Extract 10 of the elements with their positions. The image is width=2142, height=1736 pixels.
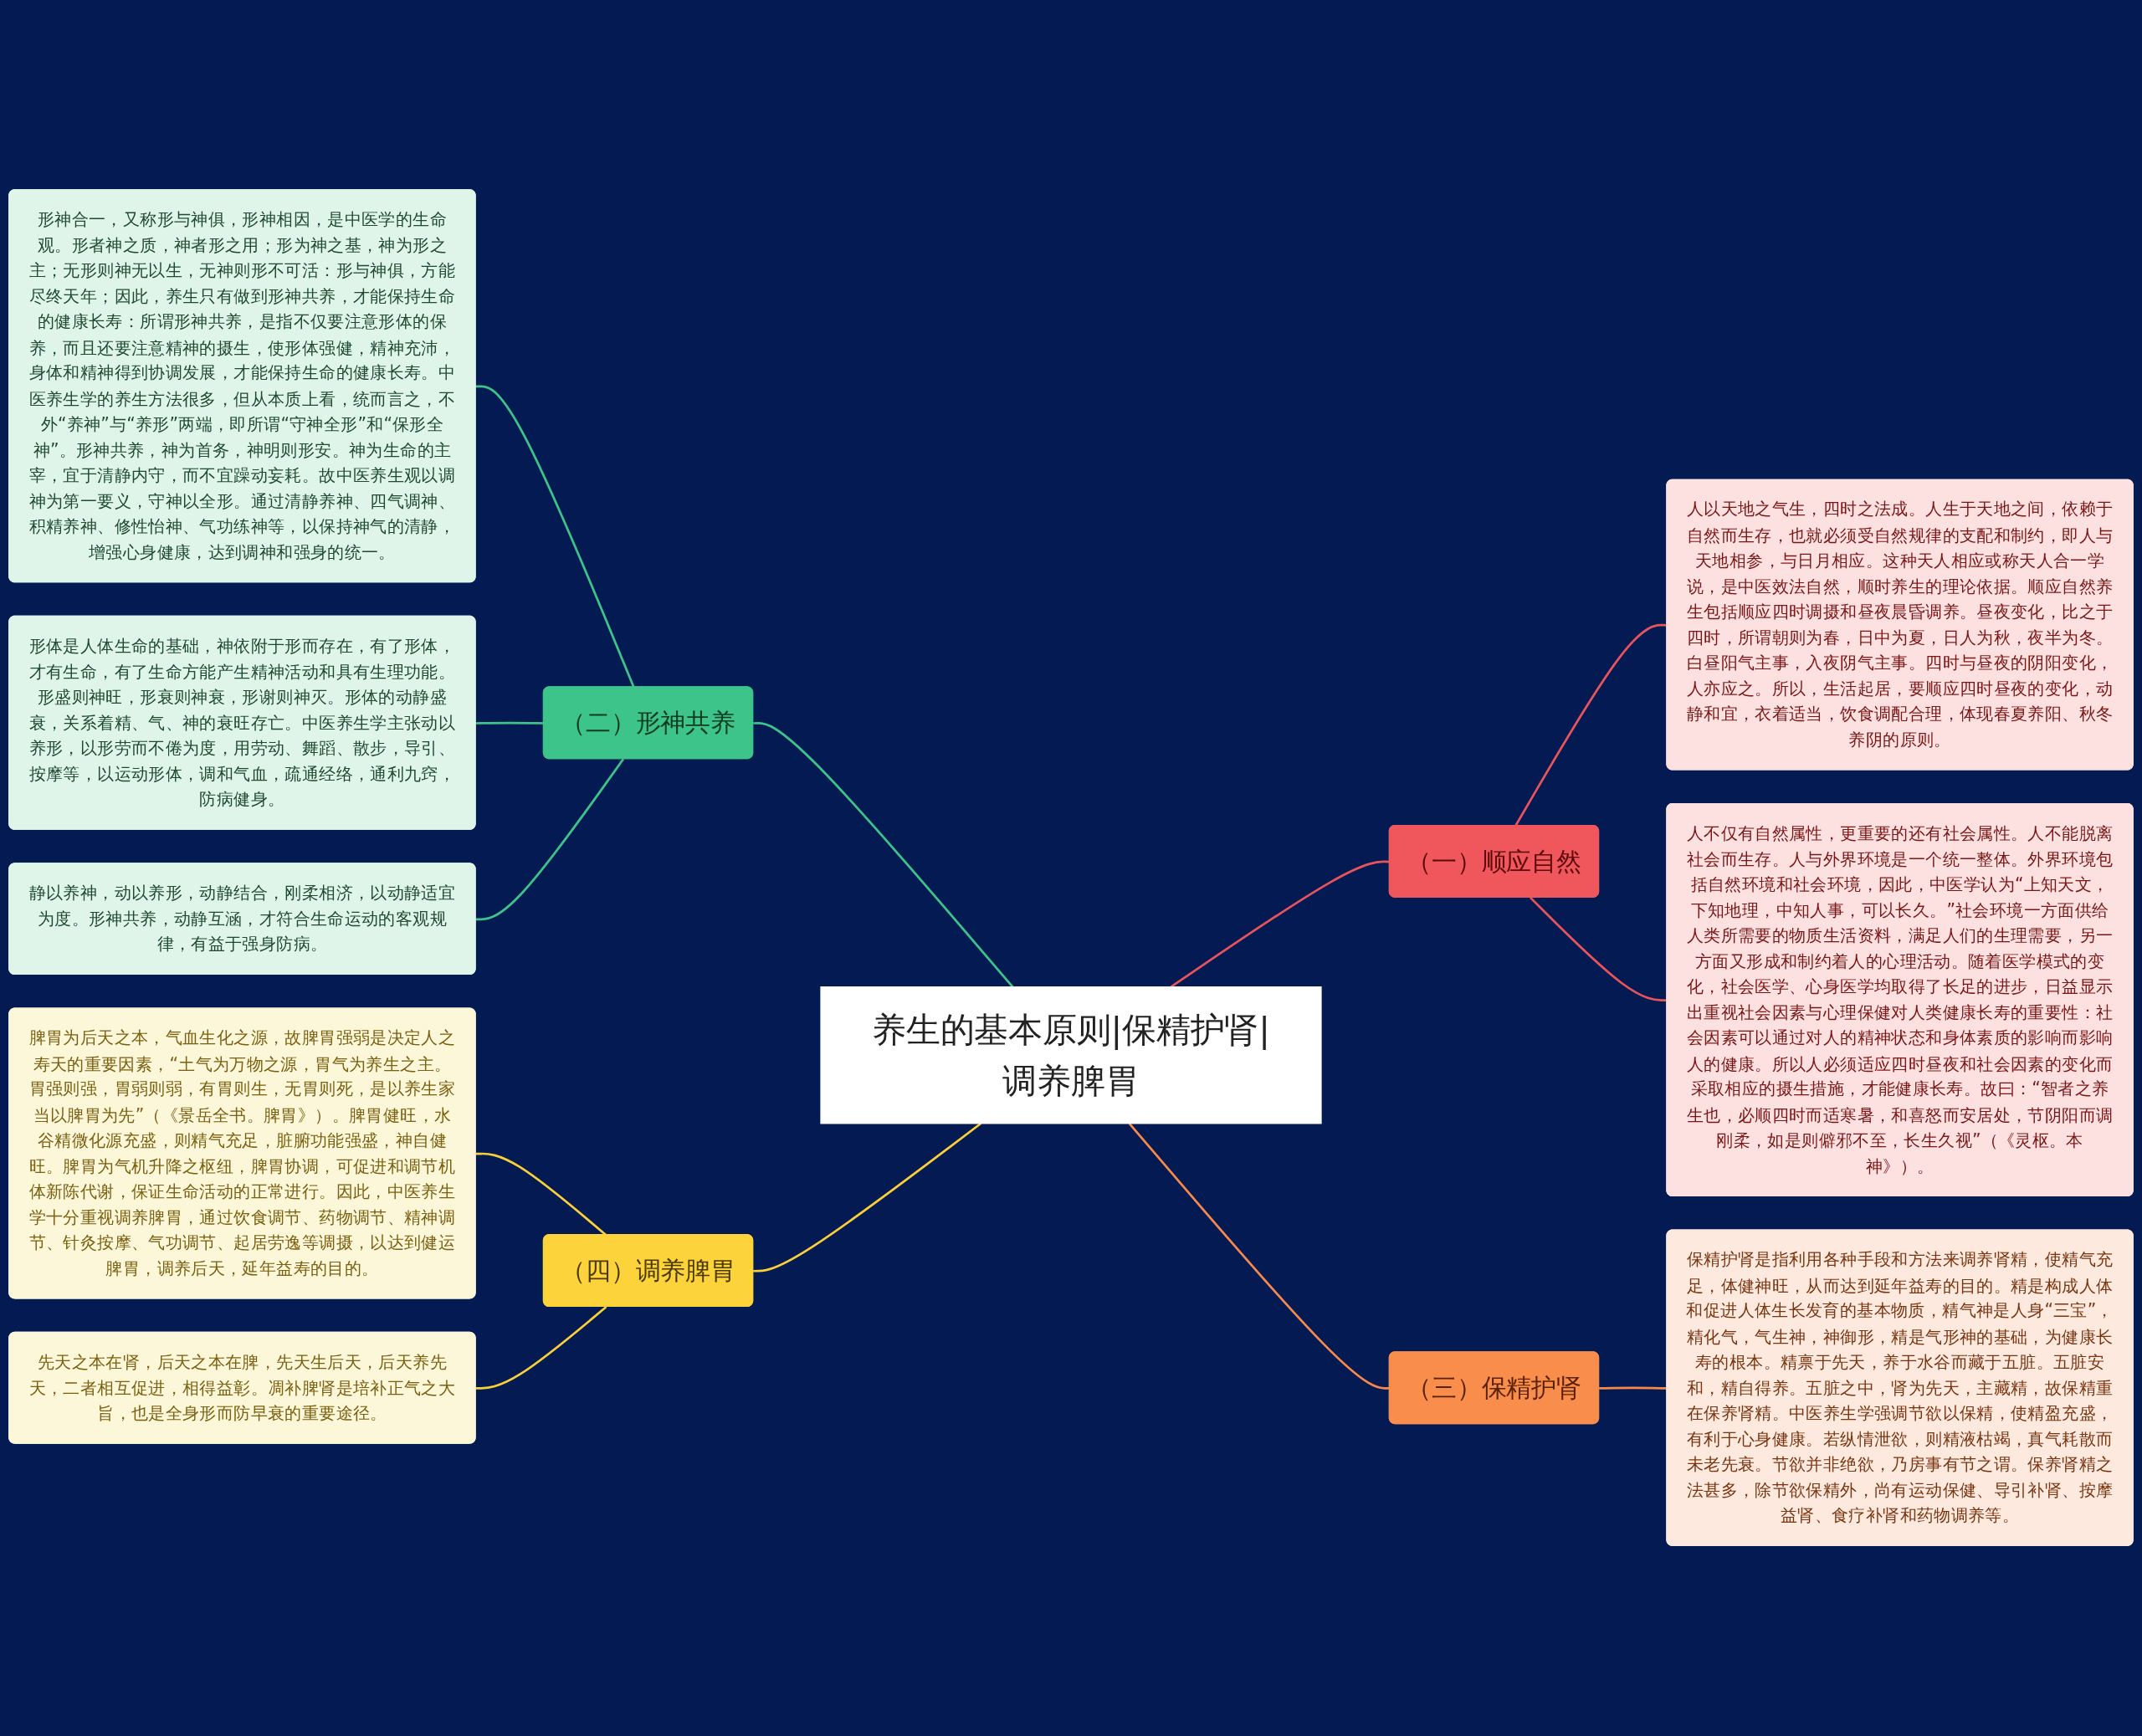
connector: [475, 385, 635, 689]
connector: [753, 1123, 982, 1273]
connector: [1530, 897, 1668, 1002]
connector: [475, 1306, 607, 1390]
connector: [475, 1153, 607, 1237]
connector: [1599, 1387, 1668, 1390]
connector: [1514, 624, 1668, 827]
connector: [475, 758, 625, 921]
connector: [753, 722, 1014, 989]
node-box: 养生的基本原则|保精护肾|调养脾胃: [820, 986, 1322, 1124]
